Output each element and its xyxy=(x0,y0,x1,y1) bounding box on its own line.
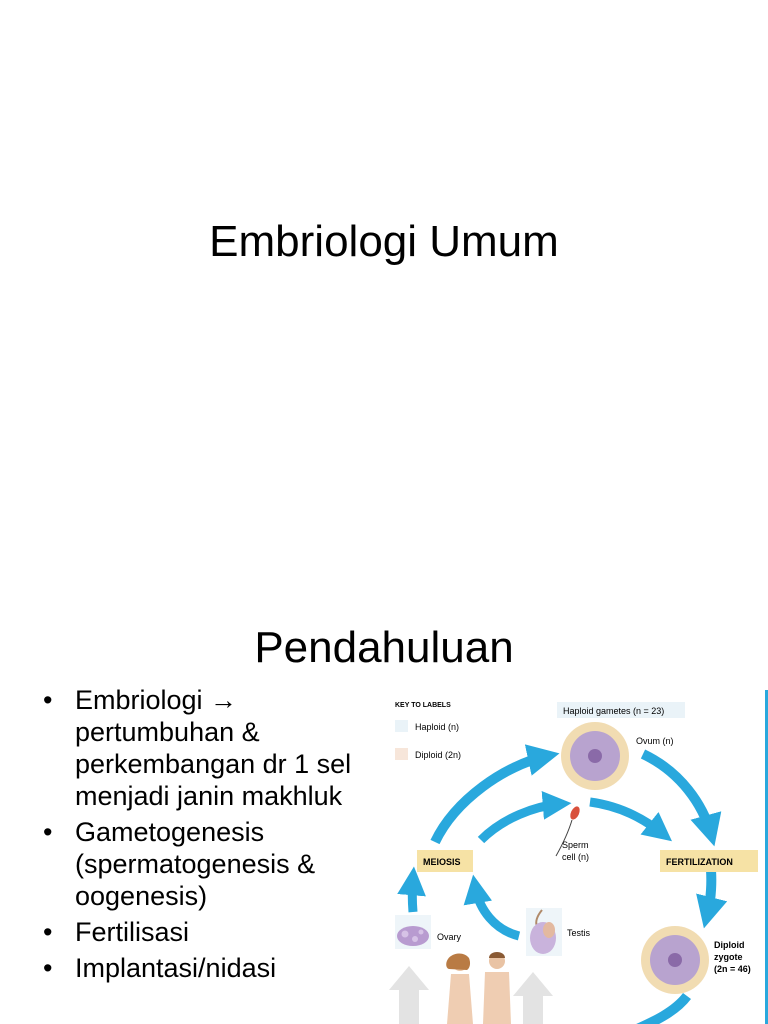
grey-body-arrow-left xyxy=(389,966,429,1024)
testis-label: Testis xyxy=(567,928,591,938)
ovum-label: Ovum (n) xyxy=(636,736,674,746)
meiosis-box xyxy=(417,850,473,872)
haploid-gametes-label: Haploid gametes (n = 23) xyxy=(563,706,664,716)
sperm-label-line2: cell (n) xyxy=(562,852,589,862)
bullet-dot: • xyxy=(43,817,53,847)
ovum-to-fertilization-arrow xyxy=(640,749,722,847)
slide-1-title: Embriologi Umum xyxy=(209,217,559,266)
sperm-label-line1: Sperm xyxy=(562,840,589,850)
bullet-dot: • xyxy=(43,917,53,947)
zygote-cell xyxy=(641,926,709,994)
grey-body-arrow-right xyxy=(513,972,553,1024)
ovary-label: Ovary xyxy=(437,932,462,942)
bullet-item: • Gametogenesis (spermatogenesis & oogen… xyxy=(40,816,370,912)
zygote-label-line3: (2n = 46) xyxy=(714,964,751,974)
fertilization-to-zygote-arrow xyxy=(696,869,728,929)
ovary-icon xyxy=(397,926,429,946)
sperm-icon xyxy=(555,806,580,857)
figure-edge-line xyxy=(765,690,768,1024)
life-cycle-diagram: KEY TO LABELS Haploid (n) Diploid (2n) H… xyxy=(385,690,768,1024)
bullet-list: • Embriologi → pertumbuhan & perkembanga… xyxy=(40,684,370,988)
bullet-dot: • xyxy=(43,685,53,715)
meiosis-to-ovum-arrow xyxy=(430,744,560,845)
meiosis-to-sperm-arrow xyxy=(477,791,572,844)
bullet-text: Embriologi → pertumbuhan & perkembangan … xyxy=(75,685,352,811)
ovary-to-meiosis-arrow xyxy=(397,866,426,913)
key-diploid-label: Diploid (2n) xyxy=(415,750,461,760)
key-haploid-label: Haploid (n) xyxy=(415,722,459,732)
diploid-swatch xyxy=(395,748,408,760)
fertilization-box xyxy=(660,850,758,872)
bullet-text: Implantasi/nidasi xyxy=(75,953,277,983)
zygote-label-line1: Diploid xyxy=(714,940,745,950)
slide-2-title: Pendahuluan xyxy=(254,623,514,672)
haploid-gametes-box xyxy=(557,702,685,718)
key-title: KEY TO LABELS xyxy=(395,702,451,709)
meiosis-label: MEIOSIS xyxy=(423,857,461,867)
bullet-dot: • xyxy=(43,953,53,983)
zygote-outgoing-arrow xyxy=(636,992,691,1024)
ovum-cell xyxy=(561,722,629,790)
female-figure xyxy=(446,953,473,1024)
bullet-text: Fertilisasi xyxy=(75,917,190,947)
testis-to-meiosis-arrow xyxy=(463,874,521,941)
zygote-label-line2: zygote xyxy=(714,952,743,962)
bullet-item: • Embriologi → pertumbuhan & perkembanga… xyxy=(40,684,370,812)
life-cycle-svg: KEY TO LABELS Haploid (n) Diploid (2n) H… xyxy=(389,690,768,1024)
fertilization-label: FERTILIZATION xyxy=(666,857,733,867)
bullet-text: Gametogenesis (spermatogenesis & oogenes… xyxy=(75,817,316,911)
testis-icon xyxy=(530,909,556,954)
male-figure xyxy=(483,952,511,1024)
sperm-to-fertilization-arrow xyxy=(589,797,672,842)
bullet-item: • Implantasi/nidasi xyxy=(40,952,370,984)
bullet-item: • Fertilisasi xyxy=(40,916,370,948)
haploid-swatch xyxy=(395,720,408,732)
